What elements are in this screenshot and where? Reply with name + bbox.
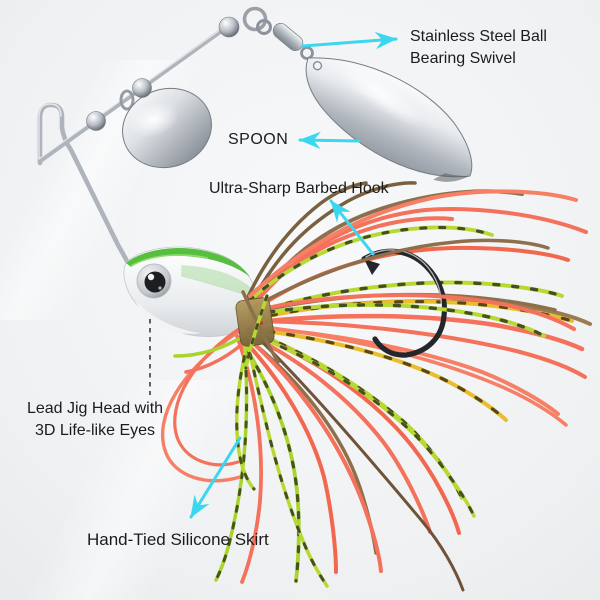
skirt-strand <box>249 329 465 592</box>
skirt-strand-stripes <box>214 335 249 582</box>
skirt-strand <box>241 290 280 364</box>
metal-bead <box>132 78 152 98</box>
silicone-skirt-over-collar <box>241 290 280 370</box>
label-line: Stainless Steel Ball <box>410 28 547 45</box>
silicone-skirt-front <box>173 181 578 573</box>
skirt-strand <box>247 325 560 416</box>
willow-blade-body <box>305 57 473 178</box>
skirt-strand <box>246 327 508 422</box>
metal-bead <box>86 111 106 131</box>
lifelike-eye <box>136 263 172 299</box>
skirt-strand <box>235 334 263 584</box>
blade-sheen <box>334 60 427 128</box>
label-hook: Ultra-Sharp Barbed Hook <box>209 180 389 197</box>
willow-blade <box>305 57 473 182</box>
swivel-loop <box>242 6 268 32</box>
jig-head-green-back <box>126 248 250 277</box>
arrow-swivel-icon <box>301 31 398 50</box>
arrow-skirt-icon <box>189 436 242 519</box>
skirt-strand <box>244 294 269 370</box>
skirt-strand-stripes <box>244 334 329 588</box>
skirt-strand <box>241 332 383 573</box>
label-jig-head: Lead Jig Head with 3D Life-like Eyes <box>10 398 180 442</box>
jig-head <box>123 246 262 337</box>
ball-bearing-swivel <box>218 6 314 60</box>
skirt-strand <box>247 323 568 427</box>
skirt-strand <box>248 189 578 298</box>
swivel-barrel <box>272 22 304 52</box>
skirt-strand <box>245 181 368 301</box>
skirt-strand-stripes <box>246 331 476 518</box>
wire-highlight <box>38 24 228 160</box>
swivel-loop <box>256 19 272 35</box>
eye-glint <box>158 286 162 290</box>
blade-sheen <box>128 101 180 138</box>
collar-band <box>235 297 275 347</box>
skirt-strand <box>250 293 576 331</box>
collar-speck <box>259 321 264 325</box>
jig-head-green-highlight <box>130 254 209 267</box>
arrow-hook-icon <box>329 199 375 256</box>
label-spoon: SPOON <box>228 131 289 148</box>
swivel-ring <box>300 46 314 60</box>
label-line: Bearing Swivel <box>410 50 516 67</box>
label-skirt: Hand-Tied Silicone Skirt <box>87 530 269 549</box>
label-line: 3D Life-like Eyes <box>34 422 156 439</box>
hook-barb <box>364 259 380 275</box>
metal-bead <box>218 16 240 38</box>
hook-bend <box>361 248 447 358</box>
eye-pupil <box>144 271 166 293</box>
skirt-strand-stripes <box>248 280 564 316</box>
blade-hole <box>312 61 323 71</box>
skirt-strand <box>173 325 244 467</box>
arrow-spoon-icon <box>298 131 361 150</box>
skirt-strand <box>243 331 432 534</box>
annotation-arrows <box>189 31 398 519</box>
colorado-blade-assembly <box>86 78 212 169</box>
label-swivel: Stainless Steel Ball Bearing Swivel <box>410 26 547 70</box>
skirt-strand-stripes <box>249 303 546 338</box>
skirt-strand <box>250 238 550 310</box>
jig-head-chin <box>136 300 201 334</box>
wire-lower-arm <box>37 102 132 268</box>
skirt-strand <box>247 313 585 352</box>
skirt-strand-stripes <box>247 225 494 303</box>
eye-glint <box>147 273 155 281</box>
skirt-collar-band <box>235 297 275 347</box>
skirt-strand <box>239 335 338 574</box>
skirt-strand-stripes <box>237 336 301 583</box>
blade-tip-shade <box>433 173 470 182</box>
clevis <box>119 89 135 111</box>
skirt-strand <box>248 319 587 379</box>
skirt-strand-stripes <box>235 338 256 491</box>
label-line: Lead Jig Head with <box>26 400 164 417</box>
wire-highlight <box>38 103 62 163</box>
